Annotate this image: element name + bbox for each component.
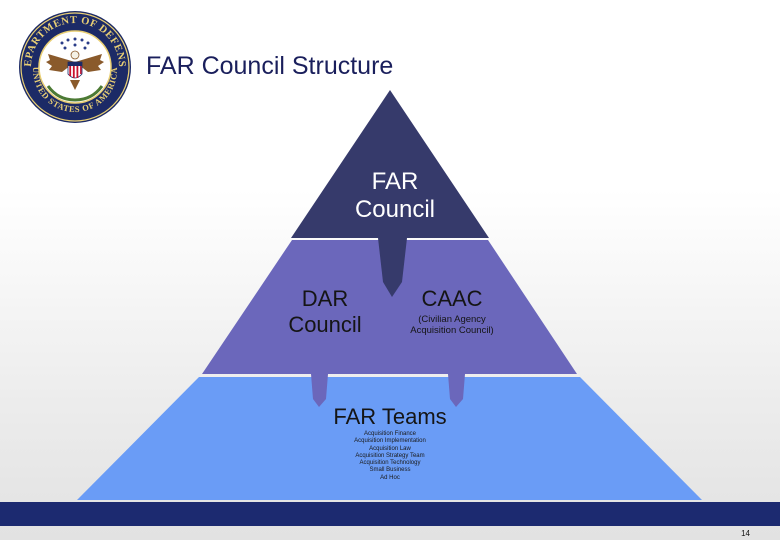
- connector-far-to-middle: [378, 238, 407, 297]
- page-title: FAR Council Structure: [146, 52, 394, 80]
- team-item: Small Business: [369, 467, 411, 474]
- dod-seal-logo: DEPARTMENT OF DEFENSE UNITED STATES OF A…: [18, 10, 131, 123]
- far-teams-list: Acquisition Finance Acquisition Implemen…: [310, 431, 470, 482]
- far-council-label: FAR Council: [354, 168, 436, 223]
- team-item: Acquisition Law: [369, 445, 411, 452]
- dar-council-label: DAR Council: [288, 286, 362, 337]
- pyramid-top-tier: [291, 90, 489, 238]
- far-teams-label: FAR Teams: [333, 404, 447, 429]
- pyramid-bottom-tier: [77, 377, 702, 500]
- pyramid-middle-tier: [202, 240, 577, 374]
- caac-label: CAAC: [421, 286, 483, 311]
- footer-bar: [0, 502, 780, 526]
- team-item: Acquisition Strategy Team: [355, 452, 425, 459]
- team-item: Acquisition Technology: [359, 460, 421, 467]
- connector-caac-to-teams: [448, 374, 465, 407]
- connector-dar-to-teams: [311, 374, 328, 407]
- team-item: Ad Hoc: [380, 474, 400, 481]
- caac-sublabel: (Civilian Agency Acquisition Council): [410, 314, 494, 336]
- team-item: Acquisition Implementation: [354, 438, 426, 445]
- team-item: Acquisition Finance: [363, 431, 417, 437]
- page-number: 14: [741, 529, 750, 538]
